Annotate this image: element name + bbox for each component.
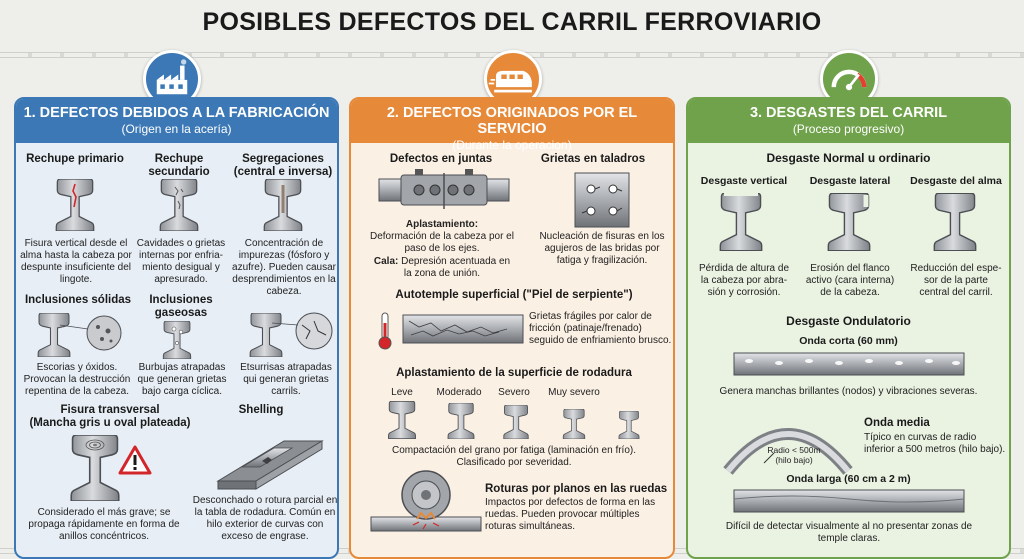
juntas-label: Defectos en juntas (389, 153, 493, 165)
autotemple-label: Autotemple superficial ("Piel de serpien… (395, 289, 633, 301)
taladros-label: Grietas en taladros (540, 153, 646, 165)
onda-corta-desc: Genera manchas brillantes (nodos) y vibr… (719, 386, 978, 397)
panel-service-defects: 2. DEFECTOS ORIGINADOS POR EL SERVICIO (… (349, 97, 675, 559)
fisura-transversal-label: Fisura transversal(Mancha gris u oval pl… (29, 404, 191, 430)
desgaste-ondulatorio-title: Desgaste Ondulatorio (786, 314, 911, 328)
rail-crush-extreme (618, 411, 640, 439)
rail-crush-leve (388, 401, 416, 439)
desgaste-alma-label: Desgaste del alma (910, 175, 1002, 187)
rail-web-wear-illustration (933, 193, 977, 251)
aplastamiento-desc: Compactación del grano por fatiga (lamin… (391, 445, 637, 468)
level-muy-severo: Muy severo (548, 387, 600, 398)
shelling-label: Shelling (238, 404, 284, 416)
rail-oval-illustration (70, 435, 120, 501)
aplastamiento-label: Aplastamiento de la superficie de rodadu… (396, 367, 632, 379)
segregaciones-desc: Concentración de impurezas (fósforo y az… (232, 238, 336, 297)
panel-1-subtitle: (Origen en la acería) (121, 122, 232, 136)
level-moderado: Moderado (436, 387, 482, 398)
level-severo: Severo (498, 387, 530, 398)
taladros-desc: Nucleación de fisuras en los agujeros de… (539, 231, 665, 266)
onda-media-label: Onda media (864, 417, 930, 429)
rail-crush-moderado (447, 403, 475, 439)
level-leve: Leve (391, 387, 413, 398)
rail-inclusion-illustration (37, 313, 122, 357)
desgaste-lateral-label: Desgaste lateral (809, 175, 891, 187)
desgaste-lateral-desc: Erosión del flanco activo (cara interna)… (805, 263, 895, 298)
desgaste-alma-desc: Reducción del espe- sor de la parte cent… (910, 263, 1002, 298)
inclusiones-gaseosas-desc: Burbujas atrapadas que generan grietas b… (137, 362, 227, 397)
rechupe-primario-desc: Fisura vertical desde el alma hasta la c… (20, 238, 132, 285)
fisura-transversal-desc: Considerado el más grave; se propaga ráp… (28, 507, 180, 542)
rail-joint-illustration (378, 169, 510, 209)
rail-crack-zoom-illustration (249, 312, 333, 357)
panel-manufacturing-defects: 1. DEFECTOS DEBIDOS A LA FABRICACIÓN (Or… (14, 97, 339, 559)
desgaste-vertical-desc: Pérdida de altura de la cabeza por abra-… (698, 263, 790, 298)
rechupe-secundario-desc: Cavidades o grietas internas por enfria-… (136, 238, 226, 285)
panel-3-title: 3. DESGASTES DEL CARRIL (749, 105, 948, 121)
desgaste-vertical-label: Desgaste vertical (700, 175, 788, 187)
rail-bubble-illustration (162, 321, 192, 359)
rail-crush-severo (503, 405, 529, 439)
rail-segregation-illustration (263, 179, 303, 231)
rechupe-primario-label: Rechupe primario (26, 153, 124, 165)
panel-2-subtitle: (Durante la operacion) (452, 138, 572, 152)
thermometer-icon (378, 312, 392, 350)
wheel-flat-illustration (370, 470, 482, 532)
onda-media-desc: Típico en curvas de radio inferior a 500… (864, 432, 1006, 455)
cala-desc-block: Cala: Depresión acentuada en la zona de … (373, 256, 511, 279)
roturas-desc: Impactos por defectos de forma en las ru… (485, 497, 656, 532)
rail-lateral-wear-illustration (827, 193, 871, 251)
rail-shelling-illustration (216, 440, 324, 490)
panel-2-header: 2. DEFECTOS ORIGINADOS POR EL SERVICIO (… (351, 99, 673, 152)
onda-larga-desc: Difícil de detectar visualmente al no pr… (725, 521, 973, 544)
aplastamiento-joint-desc: Deformación de la cabeza por el paso de … (370, 231, 514, 254)
curve-rail-illustration (723, 428, 853, 475)
panel-2-title: 2. DEFECTOS ORIGINADOS POR EL SERVICIO (386, 105, 638, 137)
desgaste-normal-title: Desgaste Normal u ordinario (766, 151, 931, 165)
warning-icon (118, 445, 152, 475)
aplastamiento-joint-label: Aplastamiento: (405, 219, 479, 230)
shelling-desc: Desconchado o rotura parcial en la tabla… (192, 495, 338, 542)
snake-skin-rail-illustration (402, 314, 524, 344)
rail-vertical-wear-illustration (719, 192, 763, 251)
inclusiones-solidas-label: Inclusiones sólidas (24, 294, 132, 306)
panel-3-header: 3. DESGASTES DEL CARRIL (Proceso progres… (688, 99, 1009, 143)
long-wave-rail-illustration (733, 489, 965, 513)
rail-bolt-hole-illustration (574, 172, 630, 228)
rail-crack-illustration (55, 179, 95, 231)
segregaciones-label: Segregaciones(central e inversa) (233, 153, 333, 179)
rail-crush-muy-severo (562, 409, 586, 439)
rail-cavity-illustration (159, 179, 199, 231)
panel-1-title: 1. DEFECTOS DEBIDOS A LA FABRICACIÓN (23, 105, 330, 121)
onda-larga-label: Onda larga (60 cm a 2 m) (786, 473, 911, 485)
page-title: POSIBLES DEFECTOS DEL CARRIL FERROVIARIO (202, 8, 822, 36)
panel-1-header: 1. DEFECTOS DEBIDOS A LA FABRICACIÓN (Or… (16, 99, 337, 143)
short-wave-rail-illustration (733, 352, 965, 376)
onda-corta-label: Onda corta (60 mm) (799, 335, 898, 347)
inclusiones-solidas-desc: Escorias y óxidos. Provocan la destrucci… (23, 362, 131, 397)
panel-3-subtitle: (Proceso progresivo) (792, 122, 905, 136)
panel-rail-wear: 3. DESGASTES DEL CARRIL (Proceso progres… (686, 97, 1011, 559)
autotemple-desc: Grietas frágiles por calor de fricción (… (529, 311, 672, 346)
roturas-label: Roturas por planos en las ruedas (485, 483, 668, 495)
radio-label: Radio < 500m(hilo bajo) (767, 445, 821, 466)
etsurrisas-desc: Etsurrisas atrapadas qui generan grietas… (240, 362, 332, 397)
